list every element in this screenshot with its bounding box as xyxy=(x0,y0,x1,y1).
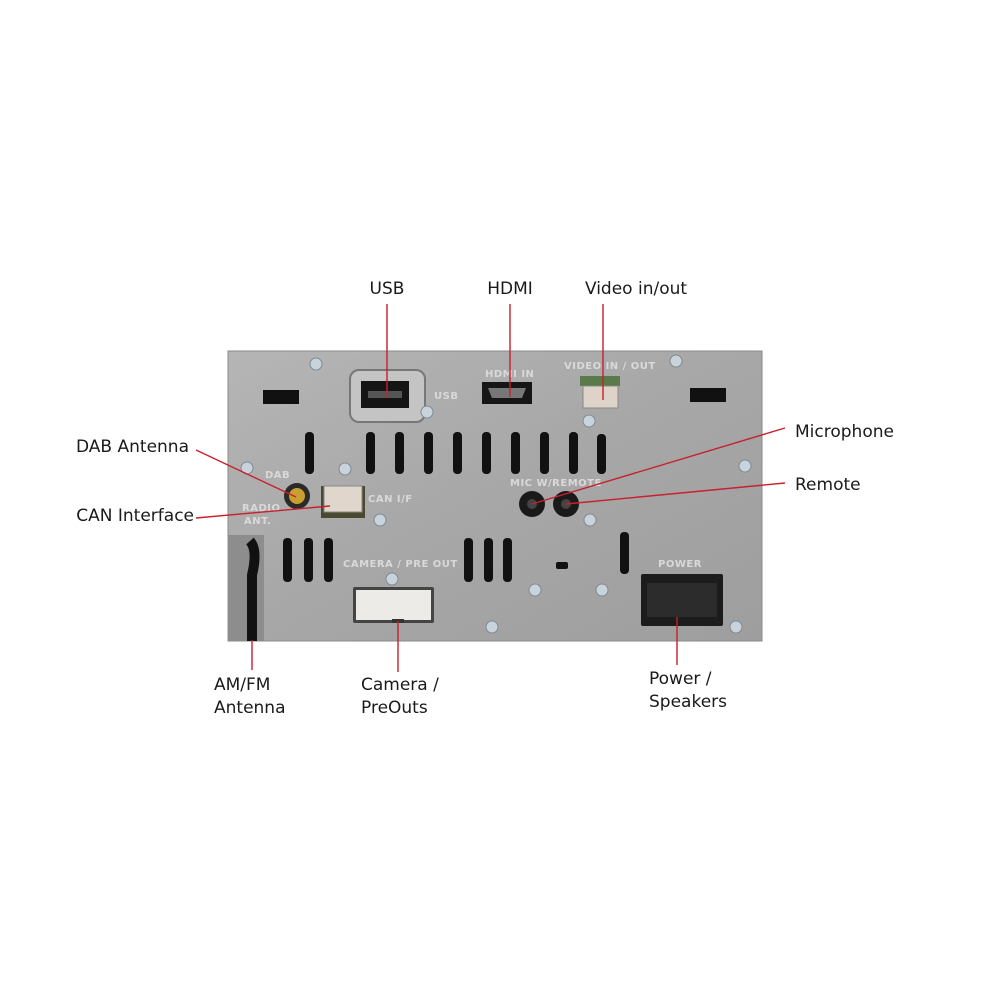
rear-panel: USB HDMI IN VIDEO IN / OUT DAB RADIO ANT… xyxy=(227,350,763,642)
label-amfm-line2: Antenna xyxy=(214,698,286,718)
screws xyxy=(240,354,752,634)
panel-mark-power: POWER xyxy=(658,559,702,570)
vent-slots xyxy=(283,432,629,582)
label-power-line1: Power / xyxy=(649,669,712,689)
label-video: Video in/out xyxy=(585,279,687,299)
label-can-interface: CAN Interface xyxy=(76,506,194,526)
label-power-line2: Speakers xyxy=(649,692,727,712)
amfm-antenna-cable xyxy=(228,535,264,641)
panel-mark-mic: MIC W/REMOTE xyxy=(510,478,602,489)
panel-mark-video: VIDEO IN / OUT xyxy=(564,361,656,372)
can-connector xyxy=(321,485,365,518)
dab-antenna-connector xyxy=(284,483,310,509)
panel-mark-dab: DAB xyxy=(265,470,290,481)
panel-mark-can: CAN I/F xyxy=(368,494,413,505)
label-dab-antenna: DAB Antenna xyxy=(76,437,189,457)
label-camera-line2: PreOuts xyxy=(361,698,428,718)
label-amfm-line1: AM/FM xyxy=(214,675,270,695)
panel-mark-ant: ANT. xyxy=(244,516,271,527)
panel-mark-camera: CAMERA / PRE OUT xyxy=(343,559,458,570)
panel-mark-radio: RADIO xyxy=(242,503,280,514)
label-remote: Remote xyxy=(795,475,861,495)
label-camera-line1: Camera / xyxy=(361,675,439,695)
label-microphone: Microphone xyxy=(795,422,894,442)
camera-preout-connector xyxy=(353,587,434,623)
label-usb: USB xyxy=(370,279,405,299)
callout-lines xyxy=(195,304,786,672)
power-speaker-connector xyxy=(641,574,723,626)
hdmi-port xyxy=(482,382,532,404)
video-connector xyxy=(580,376,620,409)
panel-mark-usb: USB xyxy=(434,391,458,402)
label-hdmi: HDMI xyxy=(487,279,533,299)
